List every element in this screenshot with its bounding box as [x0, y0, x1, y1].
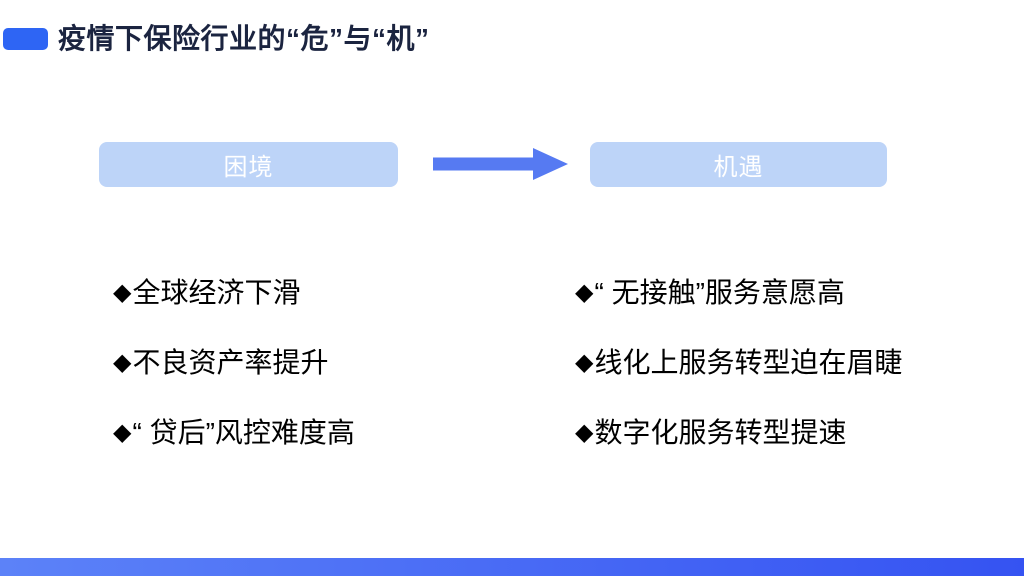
list-item: ◆ 不良资产率提升	[113, 346, 355, 380]
bullet-text: 全球经济下滑	[132, 276, 301, 308]
flow-box-predicament: 困境	[99, 142, 398, 187]
footer-accent-bar	[0, 558, 1024, 576]
flow-box-predicament-label: 困境	[223, 154, 274, 181]
bullet-text: 线化上服务转型迫在眉睫	[594, 346, 903, 378]
bullet-list-predicament: ◆ 全球经济下滑 ◆ 不良资产率提升 ◆ “ 贷后”风控难度高	[113, 276, 355, 486]
list-item: ◆ 数字化服务转型提速	[575, 416, 902, 450]
bullet-text: 不良资产率提升	[132, 346, 329, 378]
bullet-list-opportunity: ◆ “ 无接触”服务意愿高 ◆ 线化上服务转型迫在眉睫 ◆ 数字化服务转型提速	[575, 276, 902, 486]
diamond-bullet-icon: ◆	[113, 349, 132, 376]
list-item: ◆ “ 无接触”服务意愿高	[575, 276, 902, 310]
flow-box-opportunity: 机遇	[590, 142, 887, 187]
list-item: ◆ 全球经济下滑	[113, 276, 355, 310]
diamond-bullet-icon: ◆	[575, 349, 594, 376]
diamond-bullet-icon: ◆	[113, 279, 132, 306]
slide-header: 疫情下保险行业的“危”与“机”	[3, 23, 430, 55]
flow-box-opportunity-label: 机遇	[713, 154, 764, 181]
list-item: ◆ 线化上服务转型迫在眉睫	[575, 346, 902, 380]
right-arrow-icon	[433, 148, 568, 180]
bullet-text: 数字化服务转型提速	[594, 416, 847, 448]
bullet-text: “ 无接触”服务意愿高	[594, 276, 845, 308]
diamond-bullet-icon: ◆	[575, 279, 594, 306]
slide-title: 疫情下保险行业的“危”与“机”	[58, 23, 430, 54]
diamond-bullet-icon: ◆	[575, 419, 594, 446]
bullet-text: “ 贷后”风控难度高	[132, 416, 355, 448]
list-item: ◆ “ 贷后”风控难度高	[113, 416, 355, 450]
diamond-bullet-icon: ◆	[113, 419, 132, 446]
title-accent-marker	[3, 28, 48, 51]
